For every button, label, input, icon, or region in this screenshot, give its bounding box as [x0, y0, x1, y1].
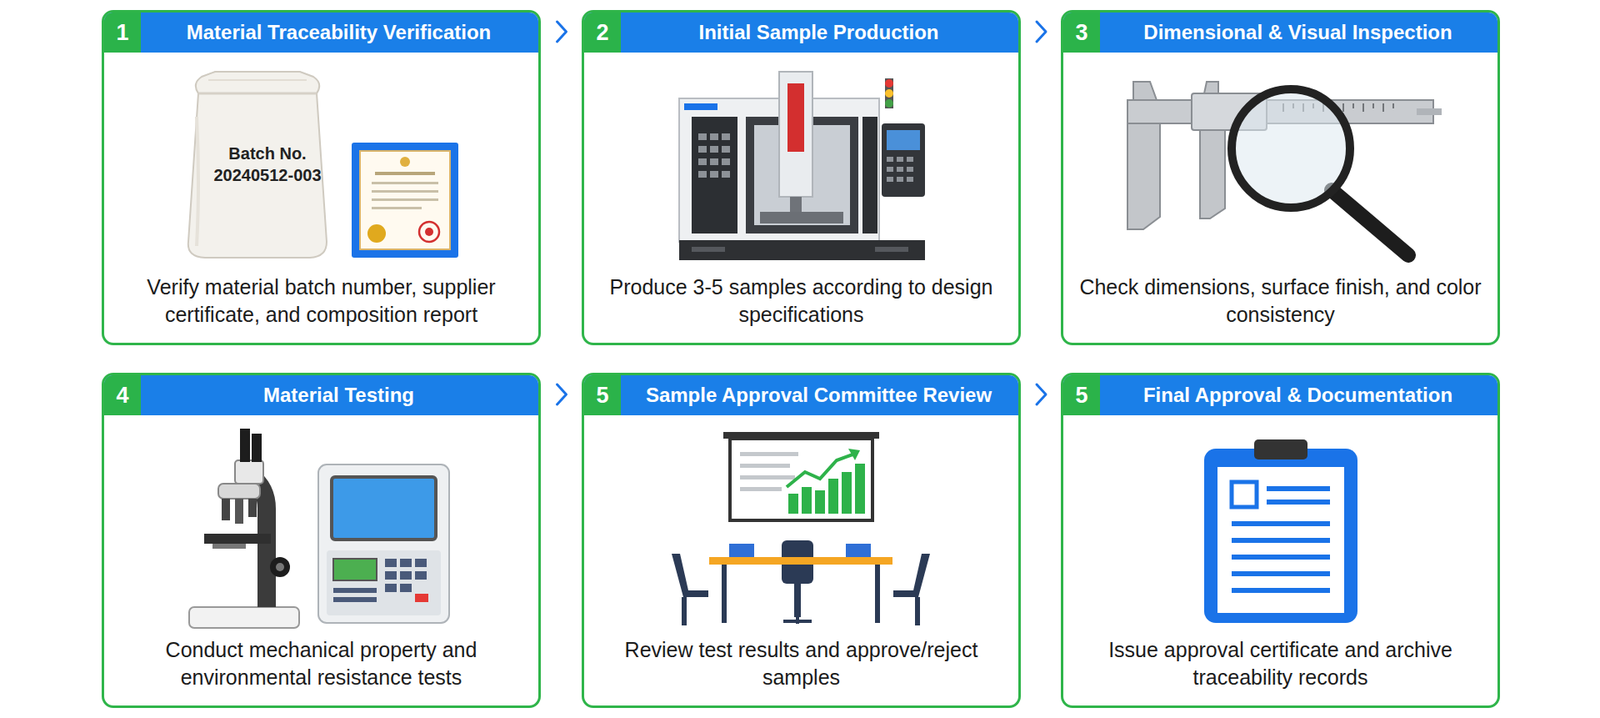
step-box: 3Dimensional & Visual InspectionCheck di…: [1060, 10, 1500, 345]
step-header: 2Initial Sample Production: [584, 12, 1019, 53]
connector-line: [540, 31, 582, 33]
step-header: 5Sample Approval Committee Review: [584, 375, 1019, 415]
step-header: 1Material Traceability Verification: [104, 12, 539, 53]
connector-line: [1020, 394, 1061, 395]
step-title: Sample Approval Committee Review: [624, 375, 1014, 415]
step-header: 3Dimensional & Visual Inspection: [1063, 12, 1498, 53]
step-description: Review test results and approve/reject s…: [594, 635, 1009, 691]
step-box: 4Material TestingConduct mechanical prop…: [101, 372, 541, 708]
step-title: Material Testing: [144, 375, 534, 415]
step-number: 3: [1063, 12, 1100, 53]
step-title: Dimensional & Visual Inspection: [1103, 12, 1493, 53]
step-number: 4: [104, 375, 141, 415]
step-box: 5Final Approval & DocumentationIssue app…: [1060, 372, 1500, 708]
arrow-head: [557, 384, 567, 405]
step-number: 5: [1063, 375, 1100, 415]
step-description: Conduct mechanical property and environm…: [114, 635, 529, 691]
flow-chevron: [1020, 384, 1061, 405]
step-box: 1Material Traceability VerificationVerif…: [101, 10, 541, 345]
step-number: 5: [584, 375, 621, 415]
testing-instrument: [318, 464, 450, 623]
step-description: Produce 3-5 samples according to design …: [594, 273, 1009, 329]
flow-chevron: [540, 384, 582, 405]
microscope: [189, 428, 300, 628]
arrow-head: [557, 21, 567, 42]
connector-line: [540, 394, 582, 395]
step-title: Initial Sample Production: [624, 12, 1014, 53]
step-header: 5Final Approval & Documentation: [1063, 375, 1498, 415]
step-header: 4Material Testing: [104, 375, 539, 415]
step-title: Final Approval & Documentation: [1103, 375, 1493, 415]
arrow-head: [1036, 21, 1046, 42]
caliper: [1127, 81, 1442, 230]
step-number: 2: [584, 12, 621, 53]
step-box: 5Sample Approval Committee ReviewReview …: [581, 372, 1021, 708]
step-title: Material Traceability Verification: [144, 12, 534, 53]
connector-line: [1020, 31, 1061, 33]
step-number: 1: [104, 12, 141, 53]
cnc-machine: [679, 71, 925, 260]
step-description: Verify material batch number, supplier c…: [114, 273, 529, 329]
step-description: Check dimensions, surface finish, and co…: [1073, 273, 1488, 329]
clipboard: [1204, 439, 1358, 623]
flow-chevron: [1020, 21, 1061, 42]
arrow-head: [1036, 384, 1046, 405]
step-box: 2Initial Sample ProductionProduce 3-5 sa…: [581, 10, 1021, 345]
material-bag: [188, 71, 327, 258]
supplier-certificate: [351, 142, 459, 258]
meeting-room: [671, 431, 930, 625]
magnifier: [1231, 89, 1409, 255]
flow-chevron: [540, 21, 582, 42]
step-description: Issue approval certificate and archive t…: [1073, 635, 1488, 691]
